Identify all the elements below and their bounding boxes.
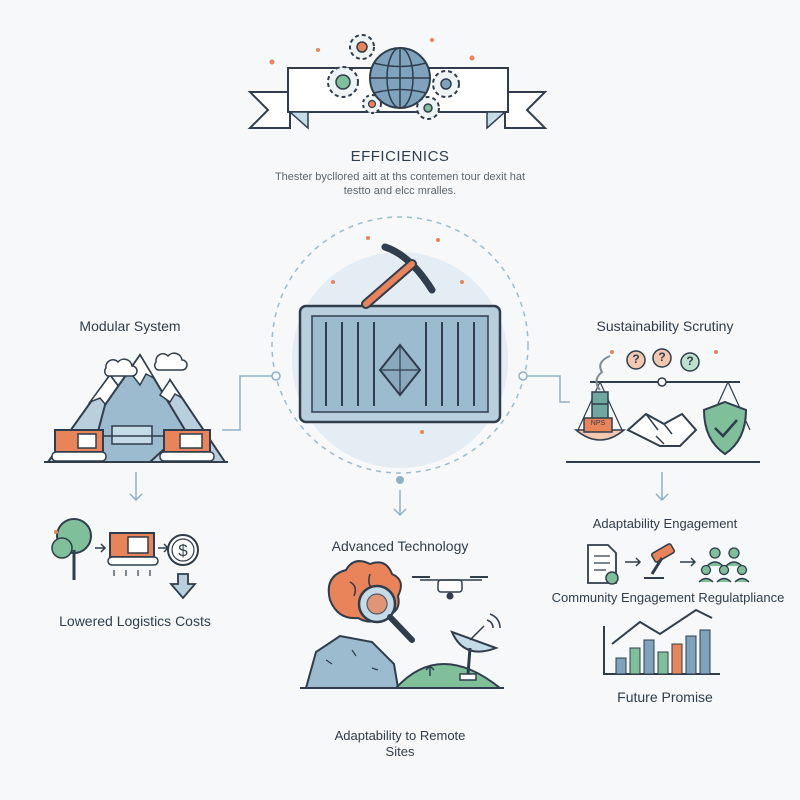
hill-icon [300, 663, 504, 689]
gear-icon [362, 94, 382, 114]
question-icon: ? [658, 350, 666, 364]
cloud-icon [104, 352, 188, 377]
subtitle-line-1: Thester bycllored aitt at ths contemen t… [274, 171, 526, 183]
gear-icon [432, 70, 460, 98]
pickaxe-icon [361, 243, 436, 309]
arrow-down-icon [169, 573, 197, 600]
modular-system-label: Modular System [79, 318, 181, 334]
document-icon [587, 544, 619, 585]
arrow-right-icon [680, 557, 697, 567]
question-icon: ? [686, 354, 694, 368]
outer-dashed-ring [271, 216, 529, 474]
adaptability-engagement-label: Adaptability Engagement [592, 516, 738, 531]
lowered-logistics-label: Lowered Logistics Costs [59, 613, 211, 629]
container-icon [298, 304, 502, 424]
arrow-right-icon [95, 543, 107, 553]
question-icon [626, 348, 700, 372]
globe-icon [369, 47, 431, 109]
arrow-right-icon [158, 543, 170, 553]
factory-icon [583, 355, 613, 433]
tree-icon [51, 518, 92, 580]
sparkles [269, 38, 475, 65]
truck-icon [107, 532, 159, 576]
truck-icon [51, 425, 215, 462]
dollar-icon [167, 534, 199, 566]
future-promise-label: Future Promise [617, 689, 713, 705]
gear-icon [327, 66, 359, 98]
drone-icon [412, 576, 488, 600]
question-icon: ? [632, 352, 640, 366]
community-engagement-label: Community Engagement Regulatpliance [551, 590, 785, 605]
page-title: EFFICIENICS [350, 148, 450, 165]
rock-icon [304, 634, 400, 689]
remote-sites-label-line-1: Adaptability to Remote [334, 728, 466, 743]
connectors [129, 371, 669, 517]
magnifier-icon [357, 584, 415, 643]
dollar-icon: $ [178, 541, 188, 560]
bar-chart-icon [603, 608, 720, 675]
arrow-right-icon [625, 557, 642, 567]
sustainability-label: Sustainability Scrutiny [596, 318, 734, 334]
gear-icon [416, 96, 440, 120]
advanced-technology-label: Advanced Technology [331, 538, 469, 554]
gavel-icon [644, 543, 676, 579]
people-icon [698, 547, 750, 583]
factory-sign: NPS [590, 420, 606, 427]
handshake-icon [626, 412, 698, 447]
remote-sites-label-line-2: Sites [385, 744, 415, 759]
subtitle-line-2: testto and elcc mralles. [343, 185, 457, 197]
shield-check-icon [702, 400, 748, 456]
gear-icon [349, 34, 375, 60]
satellite-dish-icon [450, 613, 501, 681]
sparkles [54, 350, 718, 534]
sparkles [331, 236, 464, 434]
